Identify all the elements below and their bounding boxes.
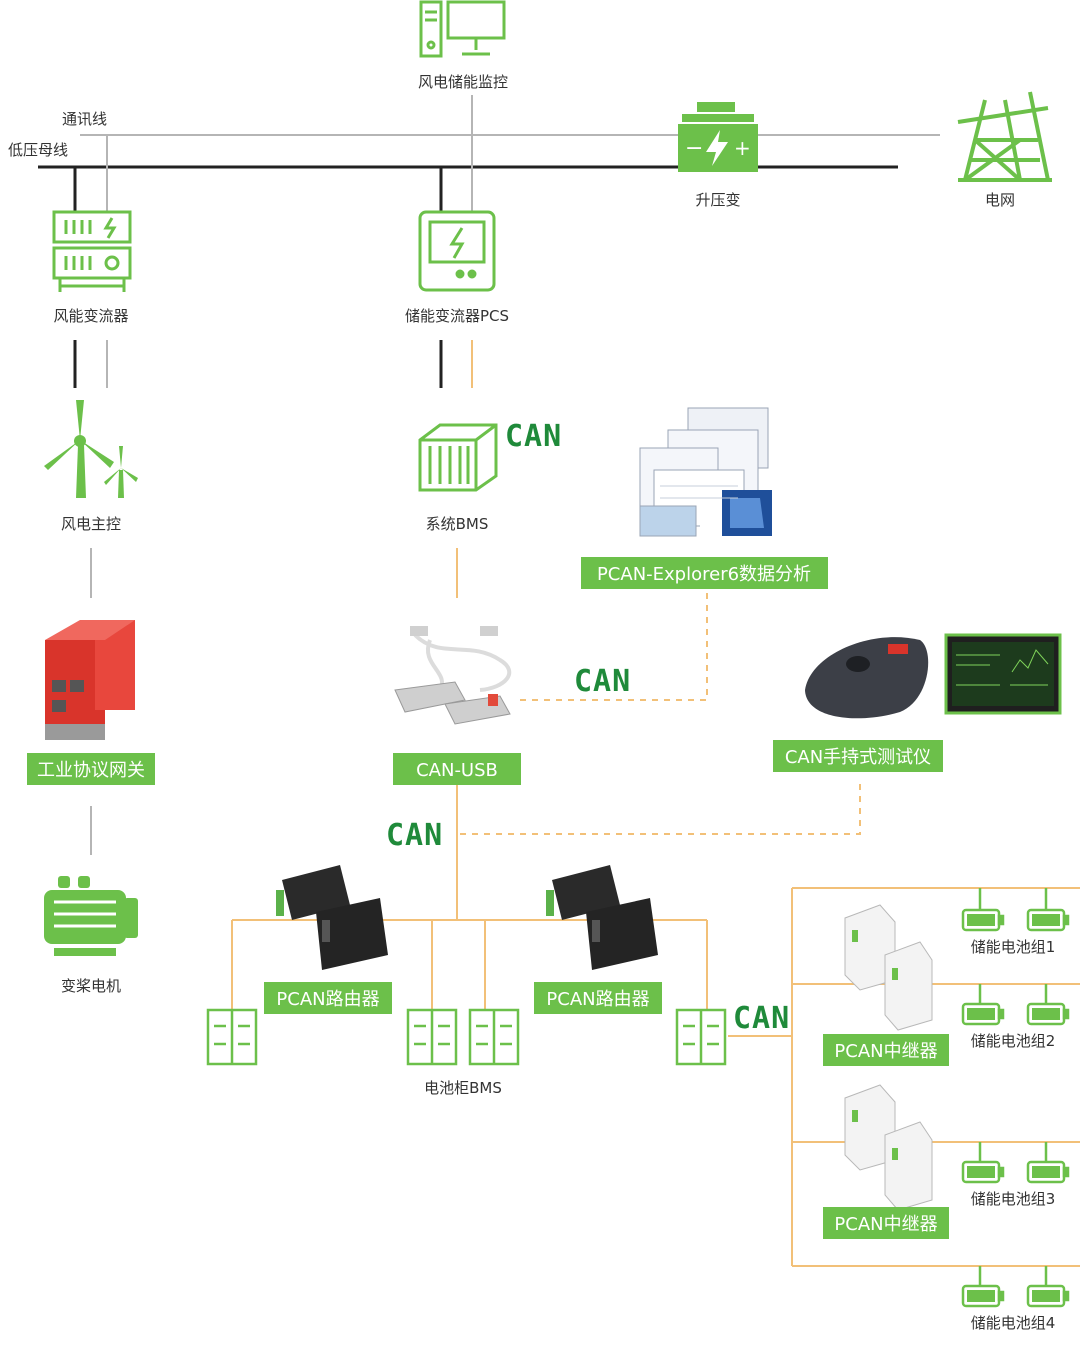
converter-icon: [52, 210, 132, 292]
can-dashed-link: [520, 592, 708, 701]
container-icon: [418, 423, 498, 492]
router-device-icon: [276, 865, 388, 970]
label-battery-group-3: 储能电池组3: [971, 1190, 1056, 1208]
tag-can-usb: CAN-USB: [416, 760, 498, 781]
tag-pcan-repeater-1: PCAN中继器: [834, 1041, 937, 1062]
tag-box: [773, 740, 943, 772]
label-grid: 电网: [985, 191, 1015, 209]
power-tower-icon: [957, 91, 1052, 182]
pcs-icon: [418, 210, 496, 292]
tag-box: [264, 982, 392, 1014]
tag-can-handheld: CAN手持式测试仪: [785, 747, 931, 768]
tag-pcan-router-1: PCAN路由器: [276, 989, 379, 1010]
tag-box: [27, 753, 155, 785]
cabinet-icon: [468, 1008, 520, 1066]
battery-icon: [961, 888, 1070, 932]
cabinet-icon: [406, 1008, 458, 1066]
label-storage-pcs: 储能变流器PCS: [405, 307, 509, 325]
handheld-tester-icon: [805, 633, 1062, 719]
label-battery-group-4: 储能电池组4: [971, 1314, 1056, 1332]
battery-icon: [961, 1142, 1070, 1184]
software-screens-icon: [639, 407, 772, 537]
can-mark: CAN: [505, 419, 562, 454]
monitor-computer-icon: [419, 0, 506, 58]
gateway-device-icon: [45, 620, 135, 740]
label-system-bms: 系统BMS: [426, 515, 489, 533]
label-wind-main-control: 风电主控: [61, 515, 121, 533]
svg-text:−: −: [685, 136, 703, 161]
cabinet-icon: [206, 1008, 258, 1066]
tag-box: [393, 753, 521, 785]
usb-adapter-icon: [394, 626, 512, 725]
can-mark: CAN: [574, 664, 631, 699]
battery-icon: [961, 984, 1070, 1026]
label-step-up-transformer: 升压变: [695, 191, 740, 209]
label-pitch-motor: 变桨电机: [61, 977, 121, 995]
label-battery-group-2: 储能电池组2: [971, 1032, 1056, 1050]
tag-box: [534, 982, 662, 1014]
router-device-icon: [546, 865, 658, 970]
tag-pcan-explorer: PCAN-Explorer6数据分析: [597, 564, 811, 585]
repeater-device-icon: [844, 904, 933, 1031]
cabinet-icon: [675, 1008, 727, 1066]
label-low-voltage-bus: 低压母线: [8, 141, 68, 159]
tag-box: [823, 1207, 949, 1239]
label-cabinet-bms: 电池柜BMS: [424, 1079, 502, 1097]
motor-icon: [44, 876, 138, 956]
wind-turbine-icon: [44, 400, 138, 498]
svg-text:+: +: [734, 136, 751, 160]
label-wind-monitor: 风电储能监控: [418, 73, 508, 91]
battery-icon: [961, 1266, 1070, 1308]
tag-pcan-router-2: PCAN路由器: [546, 989, 649, 1010]
tag-industrial-gateway: 工业协议网关: [37, 760, 145, 781]
can-mark: CAN: [733, 1001, 790, 1036]
repeater-device-icon: [844, 1084, 933, 1211]
tag-box: [581, 557, 828, 589]
label-battery-group-1: 储能电池组1: [971, 938, 1056, 956]
can-mark: CAN: [386, 818, 443, 853]
battery-transformer-icon: − +: [678, 102, 758, 172]
label-wind-converter: 风能变流器: [53, 307, 128, 325]
can-dashed-link: [460, 784, 861, 835]
tag-box: [823, 1034, 949, 1066]
tag-pcan-repeater-2: PCAN中继器: [834, 1214, 937, 1235]
label-comm-line: 通讯线: [62, 110, 107, 128]
